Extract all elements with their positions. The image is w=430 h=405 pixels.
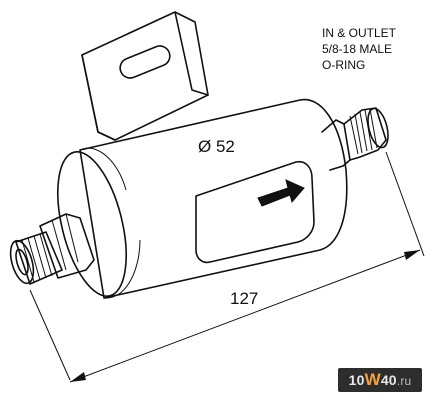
flow-direction-arrow-icon [257, 179, 305, 207]
watermark-part-2: W [364, 370, 381, 389]
watermark-part-4: .ru [396, 374, 412, 388]
bracket-slot [119, 45, 171, 79]
length-dimension [29, 151, 425, 383]
mounting-bracket [81, 11, 209, 141]
filter-body [57, 98, 348, 299]
spec-note: IN & OUTLET 5/8-18 MALE O-RING [322, 26, 397, 72]
inlet-fitting [9, 213, 95, 285]
label-plate [195, 160, 315, 264]
spec-line-2: 5/8-18 MALE [322, 42, 392, 56]
watermark-part-3: 40 [380, 372, 397, 388]
spec-line-1: IN & OUTLET [322, 26, 397, 40]
diameter-label: Ø 52 [198, 137, 235, 156]
site-watermark-logo: 10W40.ru [338, 368, 422, 392]
watermark-part-1: 10 [348, 372, 365, 388]
outlet-fitting [321, 107, 389, 171]
spec-line-3: O-RING [322, 58, 365, 72]
length-label: 127 [230, 289, 258, 308]
